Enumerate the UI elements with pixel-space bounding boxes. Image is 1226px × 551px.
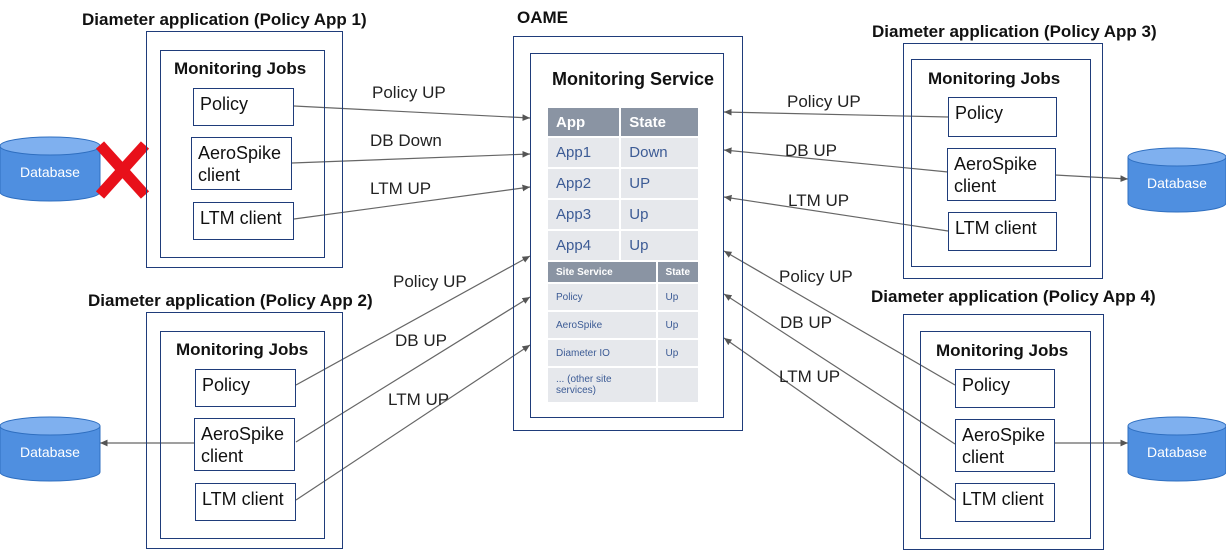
arrow-app2-ltm [295, 344, 531, 501]
app4-title: Diameter application (Policy App 4) [871, 287, 1156, 306]
app1-jobs-frame [160, 50, 325, 258]
app4-job-ltm: LTM client [955, 483, 1055, 522]
table-row: ... (other site services) [548, 368, 698, 402]
app3-jobs-title: Monitoring Jobs [928, 69, 1061, 88]
arrow-app1-policy [293, 105, 531, 121]
table-row: App4 Up [548, 231, 698, 260]
msg-app2-db: DB UP [395, 331, 447, 350]
site-service-cell: Diameter IO [548, 340, 656, 366]
app4-job-aerospike: AeroSpike client [955, 419, 1055, 472]
arrow-app2-db [295, 296, 531, 443]
msg-app3-db: DB UP [785, 141, 837, 160]
site-state-cell [655, 368, 698, 402]
database-icon-app1 [0, 136, 101, 202]
app-cell: App4 [548, 231, 620, 260]
site-service-cell: Policy [548, 284, 656, 310]
msg-app4-db: DB UP [780, 313, 832, 332]
arrow-app3-ltm [723, 194, 949, 232]
msg-app4-policy: Policy UP [779, 267, 853, 286]
state-col-header: State [619, 108, 698, 136]
app3-job-aerospike: AeroSpike client [947, 148, 1056, 201]
arrow-app1-ltm [293, 184, 531, 220]
database-icon-app2 [0, 416, 101, 482]
app4-jobs-frame [920, 331, 1091, 539]
site-state-col-header: State [655, 262, 698, 282]
database-icon-app4 [1127, 416, 1226, 482]
state-cell: Up [619, 231, 698, 260]
app2-job-ltm: LTM client [195, 483, 296, 521]
state-cell: Down [619, 138, 698, 167]
app1-title: Diameter application (Policy App 1) [82, 10, 367, 29]
app3-jobs-frame [911, 59, 1091, 267]
app2-jobs-title: Monitoring Jobs [176, 340, 309, 359]
app2-job-policy: Policy [195, 369, 296, 407]
msg-app4-ltm: LTM UP [779, 367, 841, 386]
msg-app1-policy: Policy UP [372, 83, 446, 102]
msg-app3-policy: Policy UP [787, 92, 861, 111]
database-label-app1: Database [20, 164, 80, 180]
arrow-app4-policy [723, 250, 956, 386]
monitoring-service-title: Monitoring Service [552, 69, 715, 89]
oame-title: OAME [517, 8, 568, 27]
app2-frame [146, 312, 343, 549]
app-cell: App1 [548, 138, 620, 167]
app-cell: App2 [548, 169, 620, 198]
table-row: Diameter IO Up [548, 340, 698, 366]
oame-frame [513, 36, 743, 431]
state-cell: UP [619, 169, 698, 198]
app2-job-aerospike: AeroSpike client [194, 418, 295, 471]
app1-job-aerospike: AeroSpike client [191, 137, 292, 190]
app4-jobs-title: Monitoring Jobs [936, 341, 1069, 360]
site-state-cell: Up [655, 284, 698, 310]
table-row: App1 Down [548, 138, 698, 167]
database-label-app2: Database [20, 444, 80, 460]
site-state-cell: Up [655, 312, 698, 338]
arrow-app4-db [723, 293, 956, 445]
table-row: App3 Up [548, 200, 698, 229]
site-state-cell: Up [655, 340, 698, 366]
app3-job-ltm: LTM client [948, 212, 1057, 251]
app-cell: App3 [548, 200, 620, 229]
app-state-table: App State App1 Down App2 UP App3 Up App4… [548, 106, 698, 262]
msg-app1-db: DB Down [370, 131, 442, 150]
app2-title: Diameter application (Policy App 2) [88, 291, 373, 310]
arrow-app3-db [723, 147, 949, 173]
app3-frame [903, 43, 1103, 279]
arrow-app4-ltm [723, 337, 956, 501]
app3-job-policy: Policy [948, 97, 1057, 137]
app-col-header: App [548, 108, 620, 136]
app1-job-policy: Policy [193, 88, 294, 126]
site-service-cell: ... (other site services) [548, 368, 656, 402]
app3-title: Diameter application (Policy App 3) [872, 22, 1157, 41]
app1-job-ltm: LTM client [193, 202, 294, 240]
site-service-cell: AeroSpike [548, 312, 656, 338]
app2-jobs-frame [160, 331, 325, 539]
table-row: App2 UP [548, 169, 698, 198]
app1-frame [146, 31, 343, 268]
arrow-app1-db [291, 150, 531, 164]
table-row: AeroSpike Up [548, 312, 698, 338]
app4-job-policy: Policy [955, 369, 1055, 408]
arrow-app3-database [1054, 174, 1129, 182]
msg-app2-policy: Policy UP [393, 272, 467, 291]
site-service-col-header: Site Service [548, 262, 656, 282]
arrow-app3-policy [723, 108, 949, 118]
table-row: Policy Up [548, 284, 698, 310]
msg-app2-ltm: LTM UP [388, 390, 450, 409]
app4-frame [903, 314, 1104, 550]
monitoring-service-frame [530, 53, 724, 418]
db-down-x-icon [95, 141, 150, 199]
state-cell: Up [619, 200, 698, 229]
app1-jobs-title: Monitoring Jobs [174, 59, 307, 78]
arrow-app2-policy [295, 255, 531, 386]
msg-app1-ltm: LTM UP [370, 179, 432, 198]
database-label-app4: Database [1147, 444, 1207, 460]
msg-app3-ltm: LTM UP [788, 191, 850, 210]
site-service-table: Site Service State Policy Up AeroSpike U… [548, 260, 698, 404]
database-label-app3: Database [1147, 175, 1207, 191]
database-icon-app3 [1127, 147, 1226, 213]
